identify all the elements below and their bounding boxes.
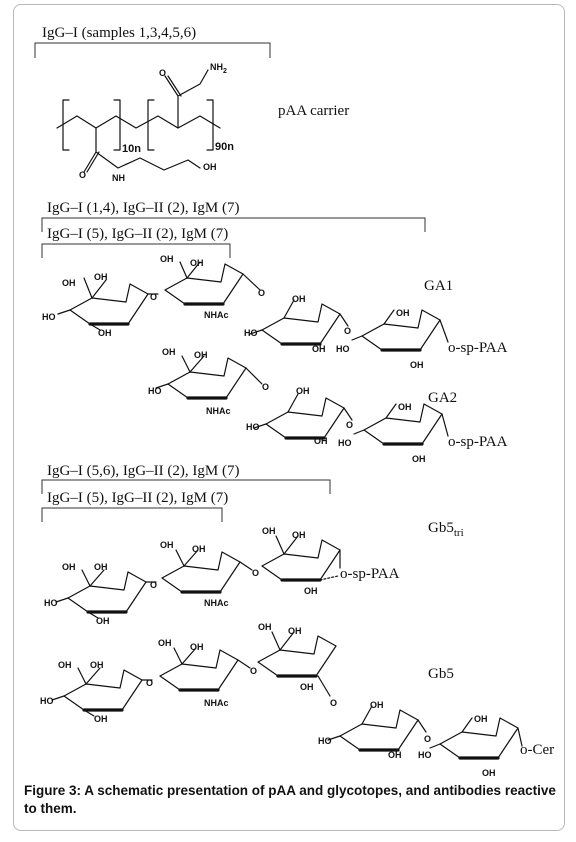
svg-text:O: O bbox=[150, 292, 157, 302]
gb5-linker-label: o-Cer bbox=[520, 742, 554, 758]
ga1-structure: OH OH HO OH O OH OH NHAc O OH HO OH O OH… bbox=[42, 254, 449, 370]
svg-text:HO: HO bbox=[42, 312, 56, 322]
repeat-10n: 10n bbox=[122, 143, 141, 155]
label-igg-samples: IgG–I (samples 1,3,4,5,6) bbox=[42, 25, 196, 41]
svg-text:OH: OH bbox=[412, 454, 426, 464]
svg-text:HO: HO bbox=[148, 386, 162, 396]
bracket-gb5-inner bbox=[41, 507, 223, 522]
svg-text:OH: OH bbox=[190, 642, 204, 652]
svg-text:OH: OH bbox=[62, 278, 76, 288]
label-ga1-outer: IgG–I (1,4), IgG–II (2), IgM (7) bbox=[47, 200, 239, 216]
svg-text:OH: OH bbox=[288, 626, 302, 636]
svg-text:HO: HO bbox=[246, 422, 260, 432]
svg-text:O: O bbox=[252, 568, 259, 578]
name-ga2: GA2 bbox=[428, 390, 457, 406]
svg-text:O: O bbox=[258, 288, 265, 298]
svg-text:O: O bbox=[262, 382, 269, 392]
label-gb5-inner: IgG–I (5), IgG–II (2), IgM (7) bbox=[47, 490, 228, 506]
svg-text:OH: OH bbox=[160, 540, 174, 550]
label-paa-carrier: pAA carrier bbox=[278, 103, 349, 119]
svg-text:O: O bbox=[146, 678, 153, 688]
name-ga1: GA1 bbox=[424, 278, 453, 294]
atom-nh2: NH2 bbox=[210, 62, 227, 75]
repeat-90n: 90n bbox=[215, 141, 234, 153]
atom-o-amide-2: O bbox=[159, 68, 166, 78]
svg-text:OH: OH bbox=[158, 638, 172, 648]
svg-text:OH: OH bbox=[62, 562, 76, 572]
svg-text:HO: HO bbox=[418, 750, 432, 760]
atom-nhac-ga2: NHAc bbox=[206, 406, 231, 416]
svg-text:OH: OH bbox=[482, 768, 496, 778]
svg-text:OH: OH bbox=[58, 660, 72, 670]
svg-text:OH: OH bbox=[162, 347, 176, 357]
svg-text:OH: OH bbox=[296, 386, 310, 396]
paa-carrier-structure: O NH OH O NH2 10n 90n bbox=[56, 62, 234, 183]
svg-text:O: O bbox=[150, 580, 157, 590]
ga1-linker-label: o-sp-PAA bbox=[448, 340, 508, 356]
label-gb5-outer: IgG–I (5,6), IgG–II (2), IgM (7) bbox=[47, 463, 239, 479]
svg-text:HO: HO bbox=[338, 438, 352, 448]
svg-text:OH: OH bbox=[292, 294, 306, 304]
svg-text:OH: OH bbox=[94, 272, 108, 282]
svg-text:OH: OH bbox=[370, 700, 384, 710]
svg-text:O: O bbox=[346, 420, 353, 430]
svg-text:OH: OH bbox=[304, 586, 318, 596]
label-ga1-inner: IgG–I (5), IgG–II (2), IgM (7) bbox=[47, 226, 228, 242]
svg-text:OH: OH bbox=[94, 714, 108, 724]
svg-text:OH: OH bbox=[300, 682, 314, 692]
svg-text:OH: OH bbox=[388, 750, 402, 760]
gb5-structure: OH OH HO OH O OH OH NHAc O OH OH OH O OH… bbox=[40, 622, 523, 778]
svg-text:O: O bbox=[344, 326, 351, 336]
svg-text:OH: OH bbox=[160, 254, 174, 264]
svg-text:OH: OH bbox=[474, 714, 488, 724]
bracket-gb5-outer bbox=[41, 479, 331, 494]
svg-text:OH: OH bbox=[194, 350, 208, 360]
atom-o-amide-1: O bbox=[79, 170, 86, 180]
svg-text:OH: OH bbox=[94, 562, 108, 572]
atom-nhac-gb5: NHAc bbox=[204, 698, 229, 708]
ga2-structure: OH OH HO NHAc O OH HO OH O OH HO OH bbox=[148, 347, 449, 464]
bracket-ga1-inner bbox=[41, 243, 231, 258]
gb5tri-structure: OH OH HO OH O OH OH NHAc O OH OH OH bbox=[44, 526, 342, 626]
svg-text:HO: HO bbox=[40, 696, 54, 706]
atom-nhac-ga1: NHAc bbox=[204, 310, 229, 320]
svg-text:OH: OH bbox=[258, 622, 272, 632]
svg-text:OH: OH bbox=[98, 328, 112, 338]
svg-text:OH: OH bbox=[262, 526, 276, 536]
svg-text:HO: HO bbox=[318, 736, 332, 746]
svg-text:O: O bbox=[424, 734, 431, 744]
svg-text:O: O bbox=[250, 666, 257, 676]
svg-text:HO: HO bbox=[244, 328, 258, 338]
name-gb5tri: Gb5tri bbox=[428, 520, 464, 539]
ga2-linker-label: o-sp-PAA bbox=[448, 434, 508, 450]
name-gb5: Gb5 bbox=[428, 666, 454, 682]
atom-nh: NH bbox=[112, 173, 125, 183]
bracket-igg-samples bbox=[34, 42, 271, 58]
svg-text:OH: OH bbox=[396, 308, 410, 318]
figure-frame bbox=[13, 4, 565, 831]
svg-text:OH: OH bbox=[312, 344, 326, 354]
svg-text:OH: OH bbox=[314, 436, 328, 446]
figure-caption: Figure 3: A schematic presentation of pA… bbox=[24, 783, 556, 816]
bracket-ga1-outer bbox=[41, 217, 426, 232]
atom-nhac-gb5tri: NHAc bbox=[204, 598, 229, 608]
svg-text:HO: HO bbox=[44, 598, 58, 608]
svg-text:OH: OH bbox=[192, 544, 206, 554]
svg-text:OH: OH bbox=[90, 660, 104, 670]
svg-text:OH: OH bbox=[398, 402, 412, 412]
svg-text:HO: HO bbox=[336, 344, 350, 354]
svg-text:OH: OH bbox=[96, 616, 110, 626]
atom-oh-ethanol: OH bbox=[203, 162, 217, 172]
svg-text:OH: OH bbox=[292, 530, 306, 540]
svg-text:OH: OH bbox=[190, 258, 204, 268]
svg-text:O: O bbox=[330, 698, 337, 708]
svg-text:OH: OH bbox=[410, 360, 424, 370]
gb5tri-linker-label: o-sp-PAA bbox=[340, 566, 400, 582]
